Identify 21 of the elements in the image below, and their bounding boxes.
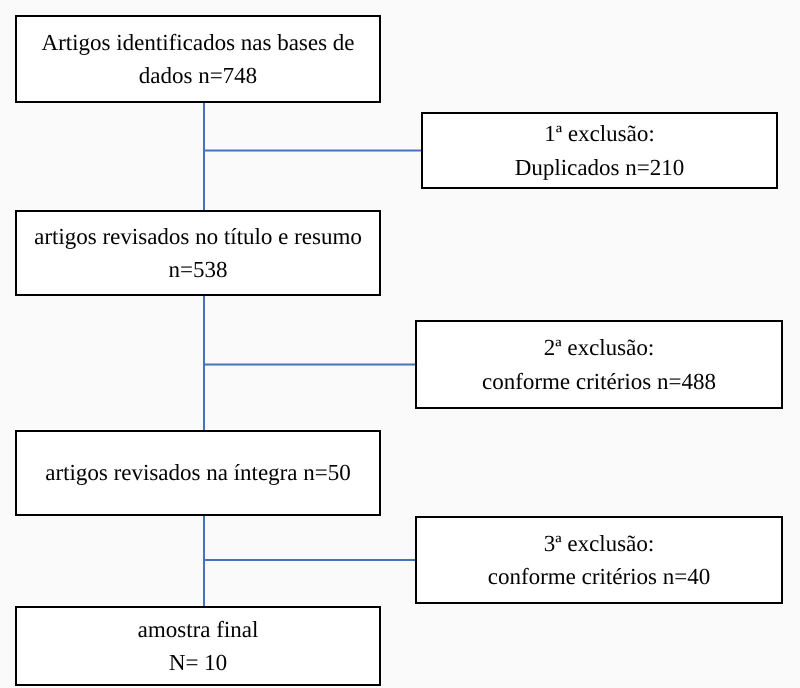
process-box [15, 15, 381, 103]
box-text: Duplicados n=210 [514, 154, 684, 182]
connector-line [203, 103, 421, 152]
box-text: 2ª exclusão: [544, 334, 654, 362]
box-text: N= 10 [168, 649, 228, 677]
process-box [415, 516, 783, 604]
process-box [15, 606, 381, 686]
box-text: 1ª exclusão: [544, 120, 655, 148]
box-text: artigos revisados no título e resumo n=538 [33, 222, 363, 284]
box-text: Artigos identificados nas bases de dados n=748 [40, 28, 356, 90]
connector-line [203, 296, 415, 366]
box-text: 3ª exclusão: [544, 530, 654, 558]
connector-line [203, 516, 415, 561]
box-text: conforme critérios n=488 [482, 368, 716, 396]
process-box [15, 210, 381, 296]
box-text: conforme critérios n=40 [488, 563, 710, 591]
process-box [415, 320, 783, 409]
process-box [15, 430, 381, 516]
process-box [421, 112, 778, 189]
box-text: amostra final [138, 616, 258, 644]
box-text: artigos revisados na íntegra n=50 [45, 459, 351, 488]
